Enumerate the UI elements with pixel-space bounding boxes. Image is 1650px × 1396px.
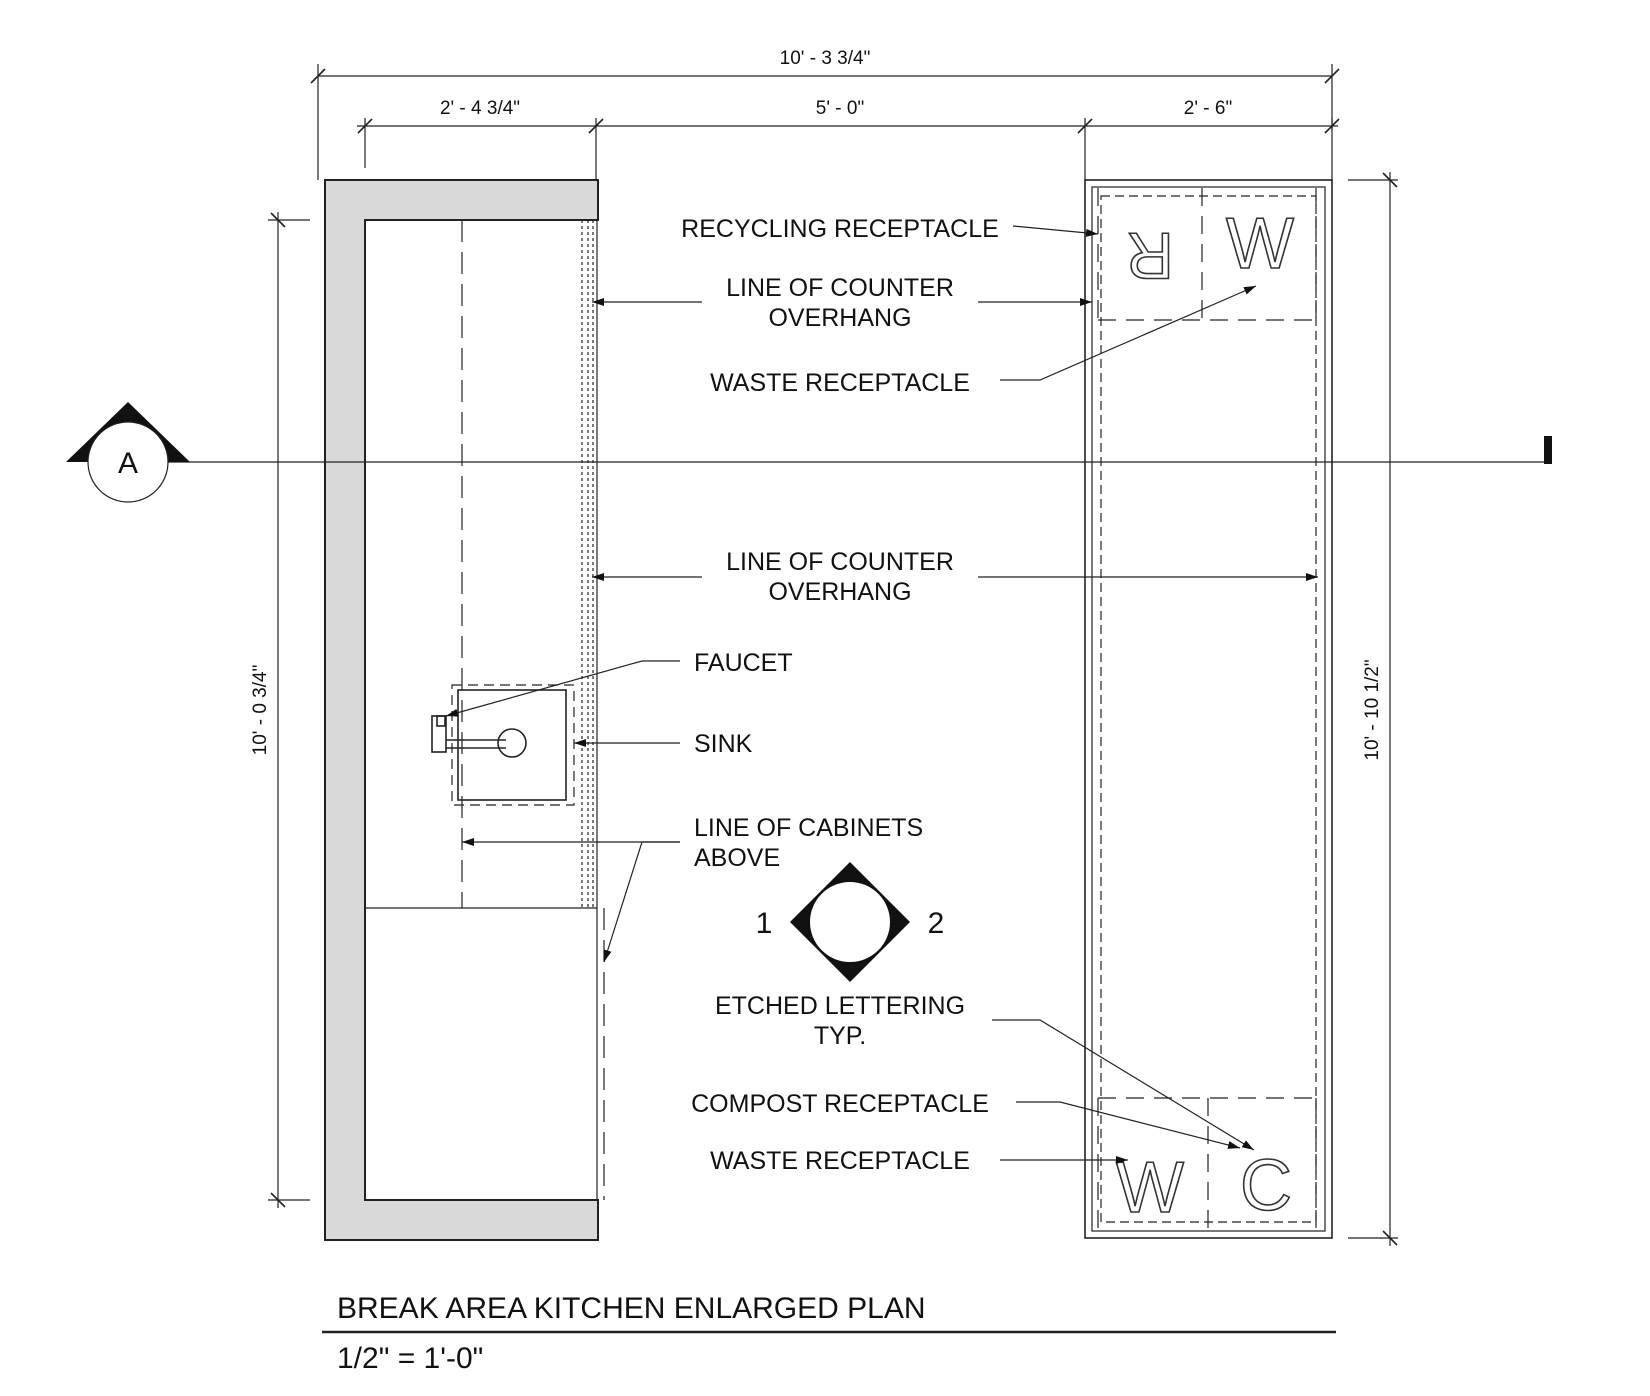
elevation-marker	[790, 862, 910, 982]
drawing-title: BREAK AREA KITCHEN ENLARGED PLAN	[337, 1292, 926, 1325]
etched-letter-compost: C	[1240, 1146, 1292, 1226]
note-compost-receptacle: COMPOST RECEPTACLE	[691, 1090, 989, 1118]
left-segment-dimension: 2' - 4 3/4"	[440, 98, 520, 119]
elevation-marker-left: 1	[756, 907, 773, 940]
faucet	[431, 715, 506, 753]
note-faucet: FAUCET	[694, 649, 793, 677]
right-counter	[1084, 179, 1333, 1239]
note-counter-overhang-top-line1: LINE OF COUNTER	[726, 274, 954, 302]
left-height-dimension: 10' - 0 3/4"	[250, 665, 271, 756]
drawing-scale: 1/2" = 1'-0"	[337, 1342, 483, 1375]
note-etched-lettering-line1: ETCHED LETTERING	[715, 992, 965, 1020]
right-height-dimension: 10' - 10 1/2"	[1362, 659, 1383, 760]
note-counter-overhang-mid-line2: OVERHANG	[768, 578, 911, 606]
note-counter-overhang-mid-line1: LINE OF COUNTER	[726, 548, 954, 576]
note-cabinets-line2: ABOVE	[694, 844, 780, 872]
middle-segment-dimension: 5' - 0"	[816, 98, 864, 119]
elevation-marker-right: 2	[928, 907, 945, 940]
leaders	[445, 225, 1318, 1164]
note-counter-overhang-top-line2: OVERHANG	[768, 304, 911, 332]
section-cut	[66, 402, 1552, 503]
left-counter	[324, 179, 605, 1241]
overall-width-dimension: 10' - 3 3/4"	[780, 48, 871, 69]
section-marker-label: A	[118, 447, 138, 480]
wall	[324, 179, 599, 1241]
note-waste-receptacle-top: WASTE RECEPTACLE	[710, 369, 970, 397]
note-recycling-receptacle: RECYCLING RECEPTACLE	[681, 215, 999, 243]
note-etched-lettering-line2: TYP.	[814, 1022, 866, 1050]
etched-letter-recycling: R	[1126, 219, 1174, 293]
etched-letter-waste-bottom: W	[1116, 1148, 1184, 1228]
sink	[451, 684, 575, 806]
right-segment-dimension: 2' - 6"	[1184, 98, 1232, 119]
note-sink: SINK	[694, 730, 753, 758]
note-waste-receptacle-bottom: WASTE RECEPTACLE	[710, 1147, 970, 1175]
etched-letter-waste-top: W	[1226, 204, 1294, 284]
dimension-lines	[268, 64, 1398, 1246]
note-cabinets-line1: LINE OF CABINETS	[694, 814, 923, 842]
